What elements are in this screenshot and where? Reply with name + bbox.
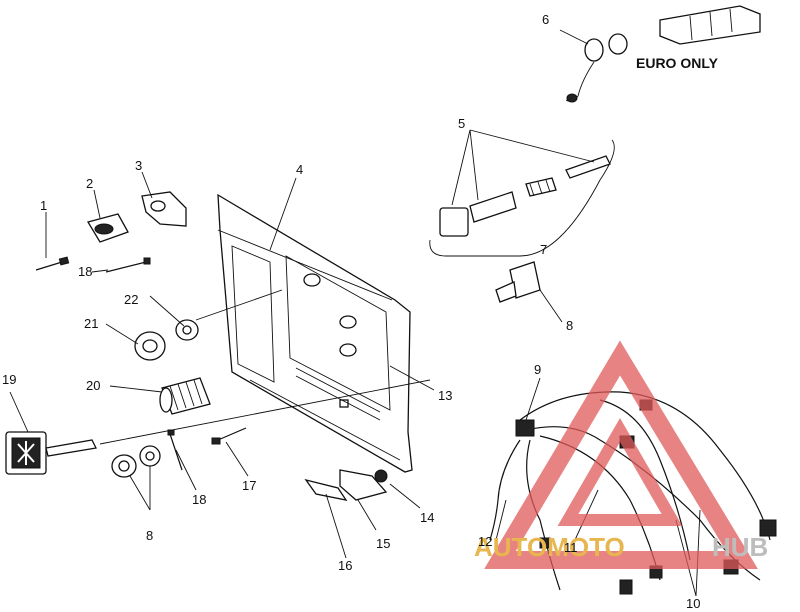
bracket-part-15 <box>339 469 388 501</box>
watermark-logo: AUTOMOTO HUB <box>474 340 768 569</box>
callout-8-upper: 8 <box>566 318 573 333</box>
switch-assembly-part-7 <box>429 139 615 257</box>
callout-18-bottom: 18 <box>192 492 206 507</box>
callout-3: 3 <box>135 158 142 173</box>
callout-5: 5 <box>458 116 465 131</box>
euro-connector-part-6 <box>565 5 761 103</box>
callout-6: 6 <box>542 12 549 27</box>
callout-15: 15 <box>376 536 390 551</box>
leader-lines <box>9 29 701 597</box>
callout-14: 14 <box>420 510 434 525</box>
watermark-text-automoto: AUTOMOTO <box>474 532 625 562</box>
plate-part-16 <box>304 478 348 501</box>
callout-10: 10 <box>686 596 700 611</box>
callout-12: 12 <box>478 534 492 549</box>
bolt-part-1 <box>35 256 70 271</box>
euro-only-note: EURO ONLY <box>636 55 719 71</box>
nut-part-14 <box>374 469 388 483</box>
callout-22: 22 <box>124 292 138 307</box>
callout-19: 19 <box>2 372 16 387</box>
ignition-switch-part-20 <box>159 377 211 415</box>
washer-part-22 <box>175 319 199 341</box>
screw-part-18-top <box>105 257 151 273</box>
bracket-part-2 <box>86 213 129 243</box>
mounting-plate <box>217 193 413 473</box>
callout-8-lower: 8 <box>146 528 153 543</box>
watermark-text-hub: HUB <box>712 532 768 562</box>
callout-9: 9 <box>534 362 541 377</box>
callout-21: 21 <box>84 316 98 331</box>
callout-16: 16 <box>338 558 352 573</box>
callout-1: 1 <box>40 198 47 213</box>
callout-7: 7 <box>540 242 547 257</box>
callout-4: 4 <box>296 162 303 177</box>
callout-18-top: 18 <box>78 264 92 279</box>
callout-2: 2 <box>86 176 93 191</box>
key-part-19 <box>5 431 97 475</box>
callout-17: 17 <box>242 478 256 493</box>
screw-part-17 <box>211 427 247 445</box>
nut-part-8-lower <box>111 445 161 478</box>
nut-part-21 <box>134 331 166 361</box>
callout-20: 20 <box>86 378 100 393</box>
toggle-switch-part-8 <box>495 261 541 303</box>
screw-part-18-bottom <box>167 429 183 471</box>
callout-13: 13 <box>438 388 452 403</box>
bracket-part-3 <box>141 191 187 227</box>
callout-11: 11 <box>564 540 578 555</box>
